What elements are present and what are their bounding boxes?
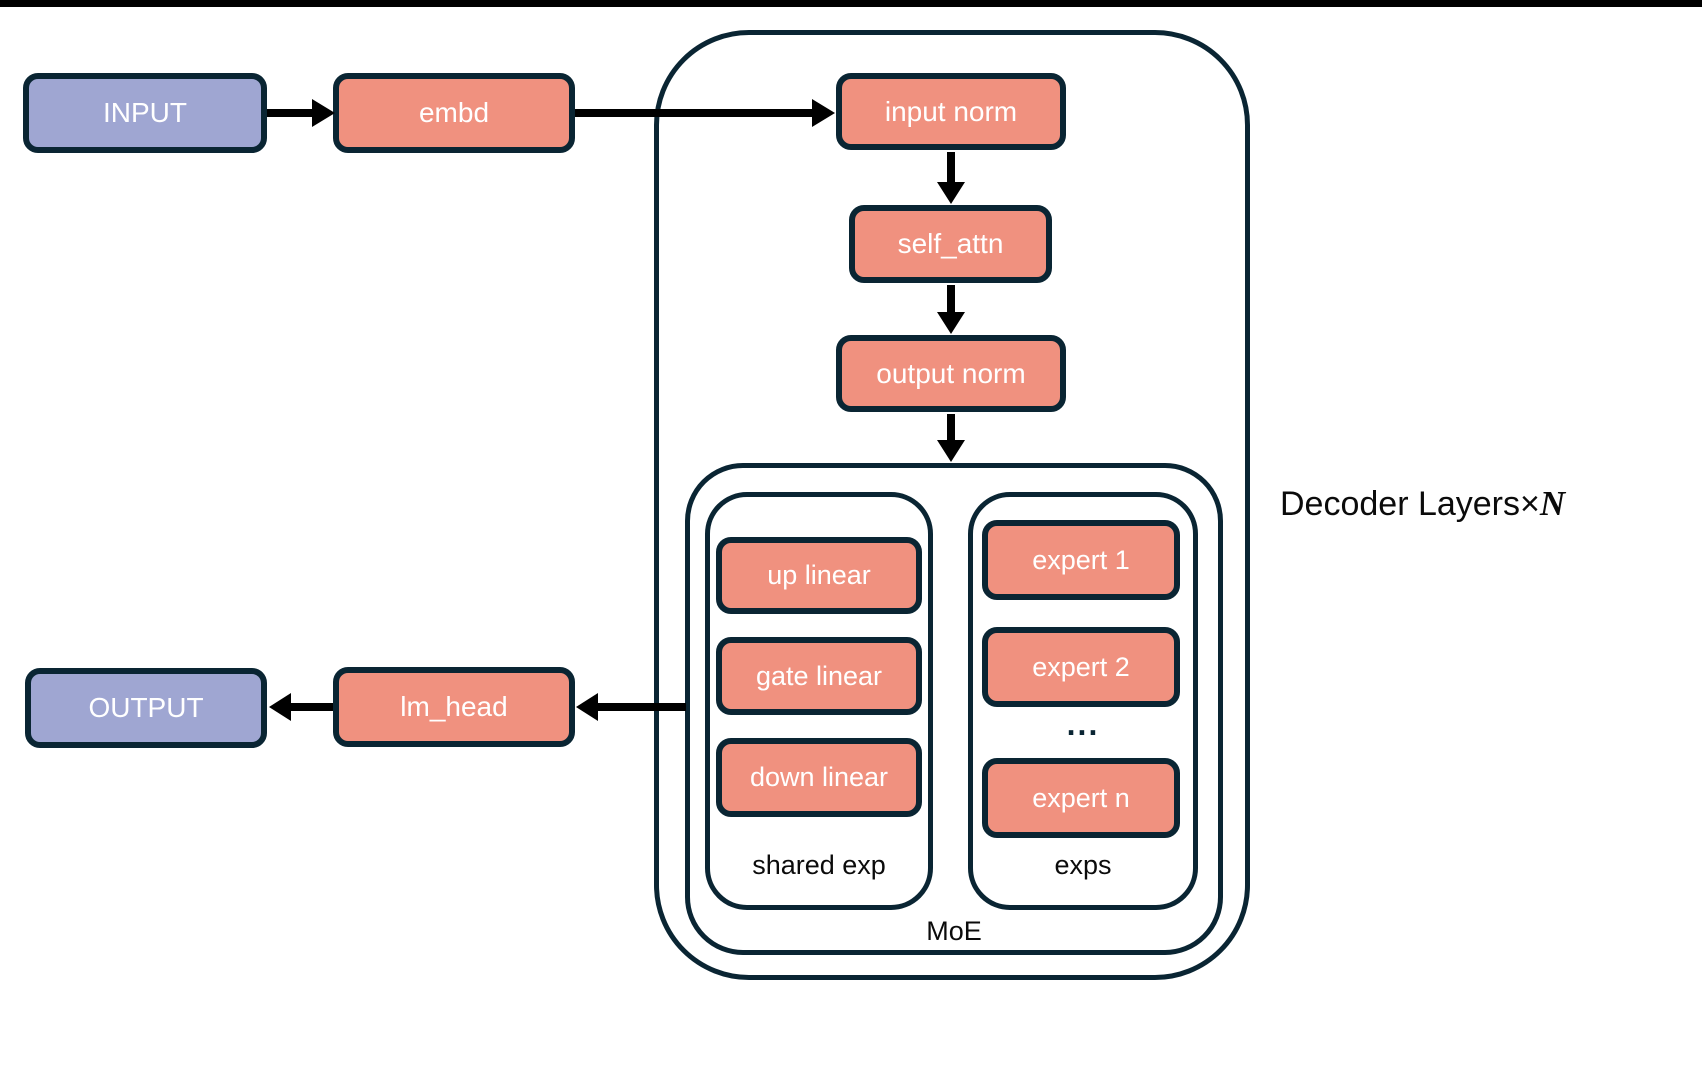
n-variable: N	[1539, 484, 1566, 523]
exps-label: exps	[1054, 850, 1112, 880]
shared-exp-label: shared exp	[752, 850, 886, 880]
input-node: INPUT	[23, 73, 267, 153]
decoder-layers-label: Decoder Layers×N	[1280, 486, 1565, 521]
arrow-lm-head-to-output	[269, 693, 333, 721]
times-sign: ×	[1520, 485, 1540, 523]
output-norm-node: output norm	[836, 335, 1066, 412]
decoder-layers-text: Decoder Layers	[1280, 485, 1521, 523]
moe-container	[685, 463, 1223, 955]
down-linear-node: down linear	[716, 738, 922, 817]
embd-node: embd	[333, 73, 575, 153]
moe-label: MoE	[926, 916, 982, 946]
top-border-strip	[0, 0, 1702, 7]
output-node: OUTPUT	[25, 668, 267, 748]
experts-ellipsis: ...	[1066, 706, 1100, 742]
expert-n-node: expert n	[982, 758, 1180, 838]
shared-exp-container	[705, 492, 933, 910]
lm-head-node: lm_head	[333, 667, 575, 747]
exps-container	[968, 492, 1198, 910]
up-linear-node: up linear	[716, 537, 922, 614]
self-attn-node: self_attn	[849, 205, 1052, 283]
input-norm-node: input norm	[836, 73, 1066, 150]
gate-linear-node: gate linear	[716, 637, 922, 715]
expert-1-node: expert 1	[982, 520, 1180, 600]
arrow-input-to-embd	[267, 99, 335, 127]
decoder-layers-container	[654, 30, 1250, 980]
expert-2-node: expert 2	[982, 627, 1180, 707]
